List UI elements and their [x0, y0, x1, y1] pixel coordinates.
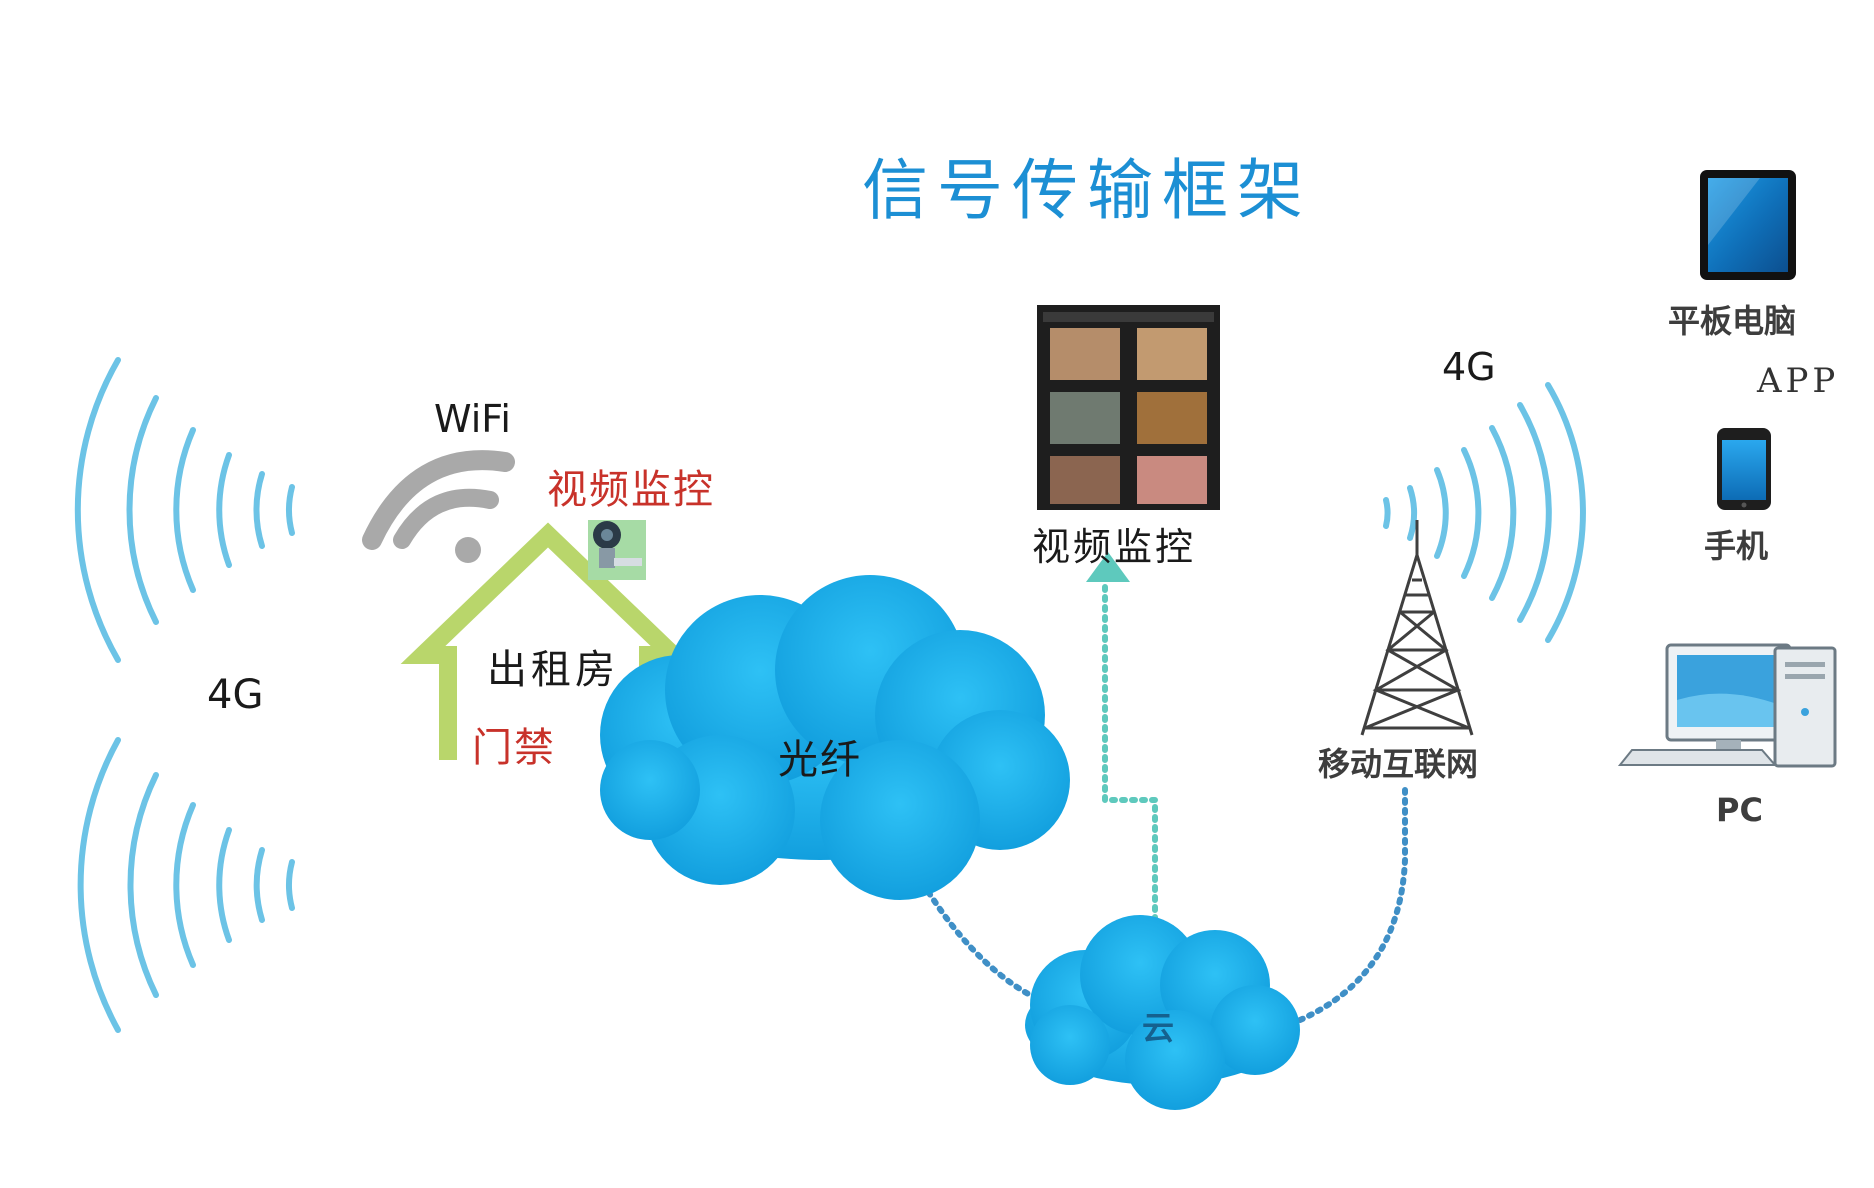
tablet-label: 平板电脑 — [1668, 302, 1797, 340]
wifi-icon — [362, 450, 515, 563]
signal-wave-left-top-icon — [74, 357, 295, 663]
arrow-up-icon — [1086, 552, 1130, 582]
phone-label: 手机 — [1704, 527, 1769, 565]
dotted-link-fiber-to-cloud — [915, 872, 1033, 998]
cloud-fiber-icon — [600, 575, 1070, 900]
wifi-label: WiFi — [434, 397, 511, 441]
camera-icon — [588, 520, 646, 580]
diagram-title: 信号传输框架 — [862, 152, 1312, 229]
camera-label-left: 视频监控 — [547, 467, 715, 513]
signal-wave-right-icon — [1383, 382, 1586, 643]
phone-icon — [1717, 428, 1771, 510]
fiber-label: 光纤 — [778, 737, 862, 783]
pc-icon — [1617, 643, 1837, 768]
dotted-link-cloud-to-mobile — [1297, 787, 1408, 1023]
signal-wave-left-bottom-icon — [77, 737, 295, 1033]
monitor-screen-icon — [1037, 305, 1220, 510]
tower-icon — [1360, 520, 1474, 736]
app-label: APP — [1757, 361, 1840, 401]
video-monitor-center-label: 视频监控 — [1032, 525, 1197, 569]
access-control-label: 门禁 — [472, 725, 556, 771]
dotted-link-cloud-to-video — [1102, 582, 1158, 953]
tablet-icon — [1700, 170, 1796, 280]
house-label: 出租房 — [487, 647, 619, 693]
pc-label: PC — [1716, 791, 1763, 829]
mobile-internet-label: 移动互联网 — [1318, 745, 1479, 783]
4g-right-label: 4G — [1442, 345, 1496, 389]
4g-left-label: 4G — [207, 672, 264, 718]
house-icon — [400, 522, 696, 760]
cloud-small-icon — [1025, 915, 1300, 1110]
cloud-label: 云 — [1142, 1009, 1175, 1047]
